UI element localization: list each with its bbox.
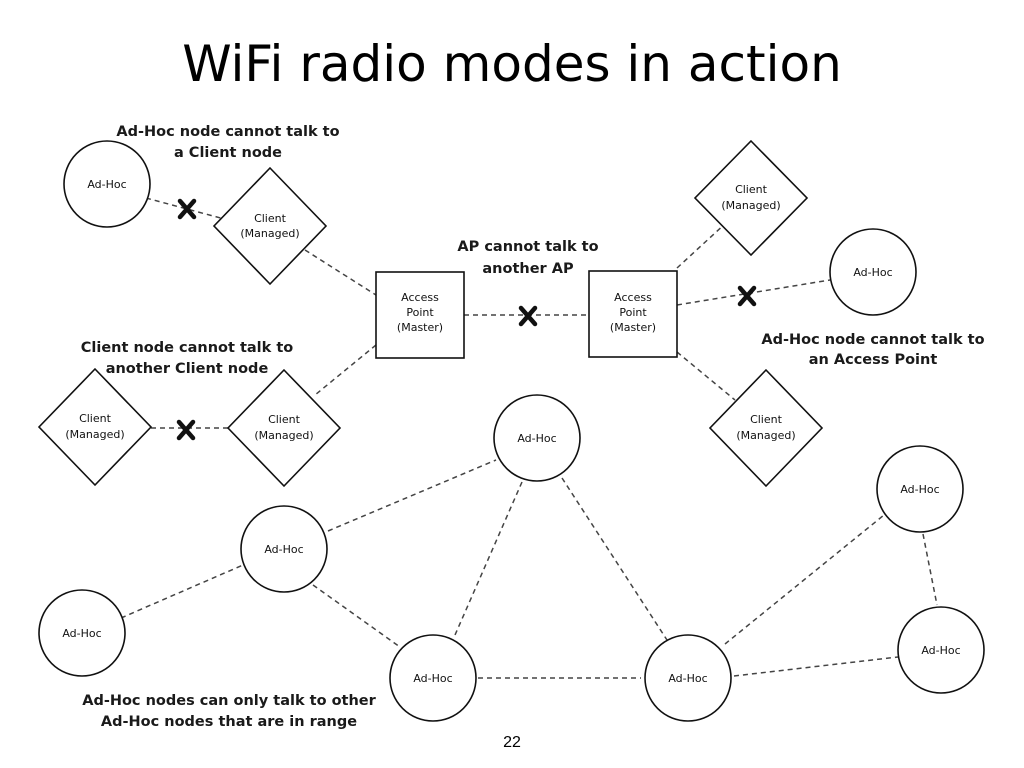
client-node-bottom-right: Client (Managed) — [708, 368, 824, 488]
node-label: Ad-Hoc — [517, 432, 556, 445]
node-label: Access — [401, 291, 439, 304]
note-ap-ap: AP cannot talk to another AP — [457, 239, 598, 277]
node-label: Ad-Hoc — [413, 672, 452, 685]
link-adhoc-top-bottom-right — [561, 477, 668, 641]
link-adhoc-mid-bottom — [312, 584, 401, 648]
node-label: Ad-Hoc — [900, 483, 939, 496]
node-label: Ad-Hoc — [62, 627, 101, 640]
node-label: Ad-Hoc — [921, 644, 960, 657]
link-adhoc-right-vertical — [922, 533, 938, 606]
adhoc-node-mid-left: Ad-Hoc — [240, 505, 328, 593]
adhoc-node-top-left: Ad-Hoc — [63, 140, 151, 228]
note-line: Ad-Hoc nodes can only talk to other — [82, 693, 376, 709]
note-adhoc-ap: Ad-Hoc node cannot talk to an Access Poi… — [761, 332, 984, 368]
note-line: Ad-Hoc node cannot talk to — [761, 332, 984, 348]
link-adhoc-bottom-right — [724, 514, 885, 645]
x-mark-icon — [737, 285, 757, 307]
client-node-far-left: Client (Managed) — [37, 367, 153, 487]
node-label: Client — [750, 413, 783, 426]
node-label: (Managed) — [65, 428, 124, 441]
link-ap-adhoc-right — [676, 279, 831, 306]
note-line: Ad-Hoc nodes that are in range — [101, 714, 357, 730]
node-label: (Managed) — [721, 199, 780, 212]
node-label: (Master) — [397, 321, 443, 334]
client-node-top-right: Client (Managed) — [693, 139, 809, 257]
adhoc-node-lower-far-right: Ad-Hoc — [897, 606, 985, 694]
note-line: a Client node — [174, 145, 282, 161]
link-ap-client-bottom-left — [314, 344, 377, 396]
note-line: another AP — [482, 261, 574, 277]
adhoc-node-right: Ad-Hoc — [829, 228, 917, 316]
page-number: 22 — [503, 734, 521, 751]
x-mark-icon — [176, 419, 196, 441]
note-line: AP cannot talk to — [457, 239, 598, 255]
note-client-client: Client node cannot talk to another Clien… — [81, 340, 294, 377]
adhoc-node-bottom-right: Ad-Hoc — [644, 634, 732, 722]
link-adhoc-left-mid — [120, 564, 244, 619]
adhoc-node-far-left: Ad-Hoc — [38, 589, 126, 677]
link-adhoc-top-bottom — [454, 481, 523, 636]
access-point-right: Access Point (Master) — [588, 270, 678, 358]
links — [120, 197, 938, 679]
link-client-ap-left — [304, 249, 377, 296]
adhoc-node-bottom-left: Ad-Hoc — [389, 634, 477, 722]
node-label: Ad-Hoc — [264, 543, 303, 556]
adhoc-node-center-top: Ad-Hoc — [493, 394, 581, 482]
node-label: (Managed) — [240, 227, 299, 240]
client-node-bottom-left: Client (Managed) — [226, 368, 342, 488]
node-label: (Managed) — [736, 429, 795, 442]
node-label: (Managed) — [254, 429, 313, 442]
access-point-left: Access Point (Master) — [375, 271, 465, 359]
note-line: Ad-Hoc node cannot talk to — [116, 124, 339, 140]
node-label: Ad-Hoc — [87, 178, 126, 191]
link-ap-client-bottom-right — [676, 351, 736, 401]
node-label: Ad-Hoc — [853, 266, 892, 279]
x-mark-icon — [518, 305, 538, 327]
client-node-top-left: Client (Managed) — [212, 166, 328, 286]
note-line: an Access Point — [809, 352, 938, 368]
node-label: Client — [79, 412, 112, 425]
x-mark-icon — [177, 198, 197, 220]
link-adhoc-mid-top — [327, 459, 497, 532]
slide-title: WiFi radio modes in action — [182, 35, 842, 93]
node-label: Client — [254, 212, 287, 225]
link-adhoc-bottom-far-right — [733, 656, 899, 677]
adhoc-node-upper-far-right: Ad-Hoc — [876, 445, 964, 533]
link-ap-client-top-right — [676, 221, 728, 269]
node-label: Ad-Hoc — [668, 672, 707, 685]
node-label: (Master) — [610, 321, 656, 334]
note-adhoc-client: Ad-Hoc node cannot talk to a Client node — [116, 124, 339, 161]
node-label: Client — [268, 413, 301, 426]
node-label: Point — [619, 306, 647, 319]
note-adhoc-range: Ad-Hoc nodes can only talk to other Ad-H… — [82, 693, 376, 730]
node-label: Client — [735, 183, 768, 196]
node-label: Point — [406, 306, 434, 319]
note-line: Client node cannot talk to — [81, 340, 294, 356]
note-line: another Client node — [106, 361, 269, 377]
node-label: Access — [614, 291, 652, 304]
